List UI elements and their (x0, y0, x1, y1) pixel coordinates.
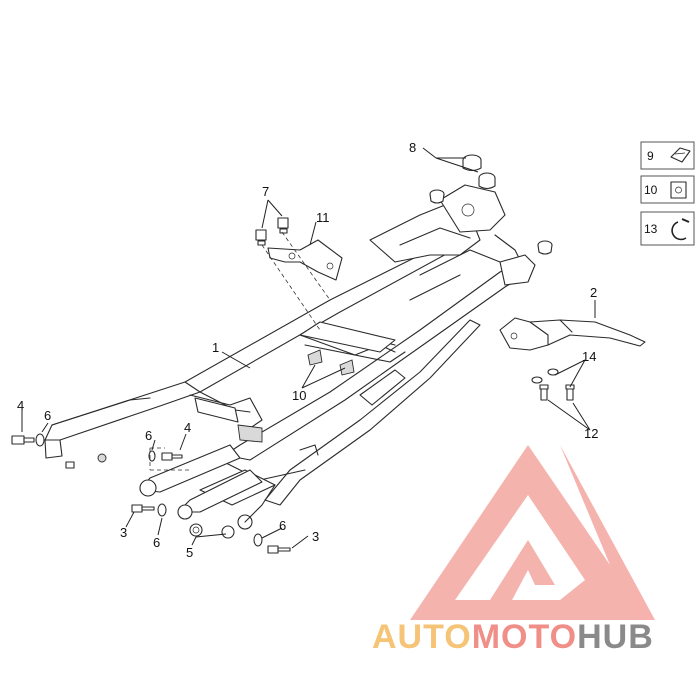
callout-12: 12 (584, 426, 598, 441)
callout-3-left: 3 (120, 525, 127, 540)
callout-6-low: 6 (153, 535, 160, 550)
callout-6-right: 6 (279, 518, 286, 533)
legend-boxes: 9 10 13 (640, 141, 695, 246)
bracket-2 (499, 317, 646, 351)
watermark-moto: MOTO (472, 618, 577, 656)
watermark-auto: AUTO (372, 618, 472, 656)
callout-8: 8 (409, 140, 416, 155)
bracket-11 (267, 239, 343, 281)
legend-item-10: 10 (640, 175, 695, 204)
buffers-8 (429, 154, 553, 255)
clip-nut-icon (670, 147, 691, 163)
watermark-logo (410, 445, 655, 620)
callout-6-left: 6 (44, 408, 51, 423)
fasteners-12-14 (531, 368, 575, 401)
leader-lines (21, 147, 596, 549)
cable-tie-icon (671, 221, 687, 241)
svg-text:AUTOMOTOHUB: AUTOMOTOHUB (372, 618, 654, 656)
fasteners-left (11, 433, 291, 554)
callout-7: 7 (262, 184, 269, 199)
legend-label-9: 9 (647, 149, 654, 163)
bolts-7 (255, 217, 289, 246)
legend-label-13: 13 (644, 222, 658, 236)
callout-4-mid: 4 (184, 420, 191, 435)
callout-11: 11 (316, 210, 330, 225)
callout-10: 10 (292, 388, 306, 403)
callout-14: 14 (582, 349, 596, 364)
callout-1: 1 (212, 340, 219, 355)
logo-g-shape (490, 540, 555, 600)
callout-5: 5 (186, 545, 193, 560)
callout-6-mid: 6 (145, 428, 152, 443)
callout-2: 2 (590, 285, 597, 300)
callouts: 1 2 7 8 11 10 14 12 4 6 6 4 3 6 5 6 3 (17, 140, 598, 560)
main-frame (44, 184, 536, 530)
callout-4-left: 4 (17, 398, 24, 413)
watermark-hub: HUB (577, 618, 654, 656)
legend-item-13: 13 (640, 211, 695, 246)
watermark-wordmark: AUTOMOTOHUB (372, 618, 654, 656)
logo-inner-cut (455, 495, 585, 600)
legend-label-10: 10 (644, 183, 658, 197)
legend-item-9: 9 (640, 141, 695, 170)
callout-3-right: 3 (312, 529, 319, 544)
cage-nut-icon (670, 181, 687, 199)
